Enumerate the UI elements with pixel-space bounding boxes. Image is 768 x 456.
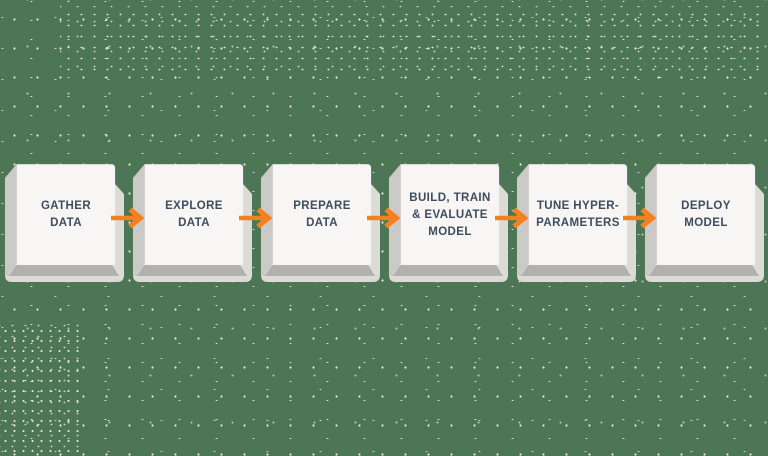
flow-arrow-icon (238, 206, 278, 230)
3d-tile-shape (4, 164, 124, 282)
step-label: BUILD, TRAIN & EVALUATE MODEL (409, 191, 491, 238)
3d-tile-shape (516, 164, 636, 282)
flow-arrow-icon (494, 206, 534, 230)
background-noise-band (60, 6, 768, 72)
step-box-explore-data: EXPLORE DATA (132, 164, 273, 285)
step-box-build-train-evaluate-model: BUILD, TRAIN & EVALUATE MODEL (388, 164, 529, 285)
3d-tile-shape (132, 164, 252, 282)
step-label: PREPARE DATA (293, 200, 351, 229)
flow-arrow-icon (366, 206, 406, 230)
background-noise-patch (0, 324, 82, 456)
3d-tile-shape (644, 164, 764, 282)
step-box-tune-hyperparameters: TUNE HYPER- PARAMETERS (516, 164, 657, 285)
ml-workflow-flow: GATHER DATA EXPLORE DATA (4, 164, 764, 285)
flow-arrow-icon (622, 206, 662, 230)
step-label: TUNE HYPER- PARAMETERS (536, 200, 620, 229)
3d-tile-shape (260, 164, 380, 282)
step-box-prepare-data: PREPARE DATA (260, 164, 401, 285)
step-label: DEPLOY MODEL (681, 200, 731, 229)
step-label: GATHER DATA (40, 200, 92, 229)
flow-arrow-icon (110, 206, 150, 230)
step-box-gather-data: GATHER DATA (4, 164, 145, 285)
step-box-deploy-model: DEPLOY MODEL (644, 164, 764, 285)
step-label: EXPLORE DATA (165, 200, 223, 229)
3d-tile-shape (388, 164, 508, 282)
